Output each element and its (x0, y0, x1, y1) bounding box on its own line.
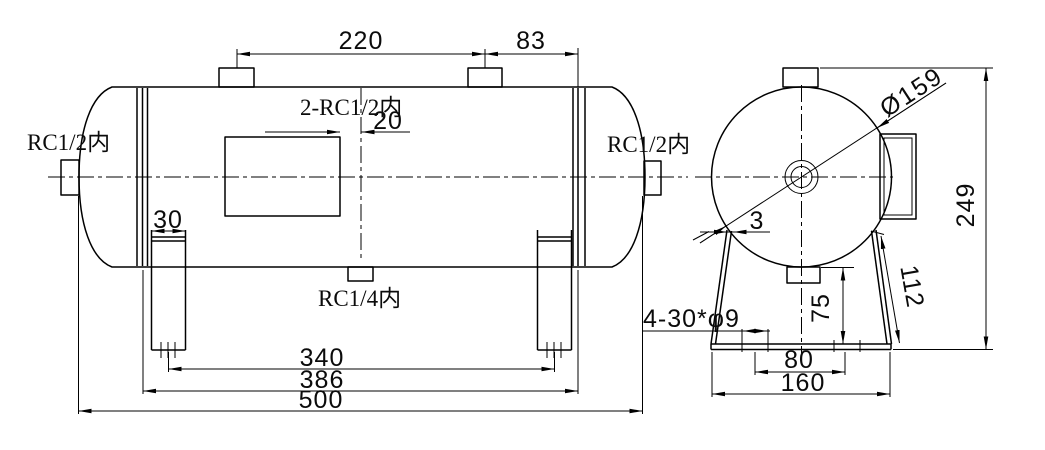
dim-220: 220 (339, 27, 384, 55)
base-height-dimension: 75 (807, 267, 854, 344)
dim-500: 500 (299, 386, 344, 414)
leg-plate (714, 230, 733, 345)
label-bottom-port: RC1/4内 (318, 286, 401, 311)
dim-249: 249 (952, 183, 980, 228)
dim-386: 386 (300, 366, 345, 394)
weld-seams (136, 88, 586, 266)
dim-160: 160 (781, 369, 826, 397)
dim-340: 340 (300, 344, 345, 372)
base-width-dimensions: 80 160 (711, 346, 891, 397)
dim-arrow (699, 225, 727, 244)
dim-20: 20 (373, 107, 403, 135)
right-leg (536, 230, 573, 358)
leg-plate (710, 229, 728, 345)
center-boss-inner (790, 166, 813, 188)
base-plate (710, 329, 892, 352)
tank-outline (78, 86, 646, 268)
leg-width-dimension: 30 (151, 206, 186, 234)
base-ends (710, 344, 892, 350)
side-view: 220 83 20 30 340 386 500 RC1/2内 2-RC1/2内… (27, 27, 690, 414)
nameplate-edge-outer (879, 133, 917, 220)
dim-80: 80 (784, 346, 814, 374)
right-end-port (643, 160, 662, 196)
dim-3: 3 (750, 207, 765, 235)
nameplate-dimension: 20 (265, 107, 410, 135)
left-leg (150, 230, 187, 358)
dim-83: 83 (516, 27, 546, 55)
extension-tick (692, 231, 710, 241)
dim-line-112 (880, 235, 900, 344)
slot-ticks (741, 329, 861, 352)
extension-line (711, 352, 891, 397)
dim-arrow (876, 82, 947, 129)
nameplate (224, 136, 341, 217)
height-dimension: 249 (820, 67, 993, 350)
extension-line (78, 196, 643, 414)
label-right-port: RC1/2内 (607, 132, 690, 157)
label-top-ports: 2-RC1/2内 (300, 95, 402, 120)
label-foot-slots: 4-30*φ9 (643, 305, 740, 333)
dim-75: 75 (807, 293, 835, 323)
extension-line (820, 67, 993, 350)
nameplate-edge-inner (883, 137, 913, 216)
foot-slot-callout: 4-30*φ9 (642, 305, 770, 334)
end-top-port (782, 67, 819, 88)
bottom-drain-port (347, 266, 374, 282)
top-dimensions: 220 83 (236, 27, 579, 87)
center-boss-outer (784, 160, 819, 194)
bottom-dimensions: 340 386 500 (78, 196, 643, 414)
leg-thickness-dimension: 3 (692, 207, 770, 241)
leg-length-dimension: 112 (870, 230, 929, 344)
dim-30: 30 (153, 206, 183, 234)
end-bottom-port (786, 266, 821, 284)
left-end-port (60, 159, 80, 196)
label-left-port: RC1/2内 (27, 130, 110, 155)
extension-tick (870, 230, 885, 235)
end-left-leg (710, 229, 733, 345)
